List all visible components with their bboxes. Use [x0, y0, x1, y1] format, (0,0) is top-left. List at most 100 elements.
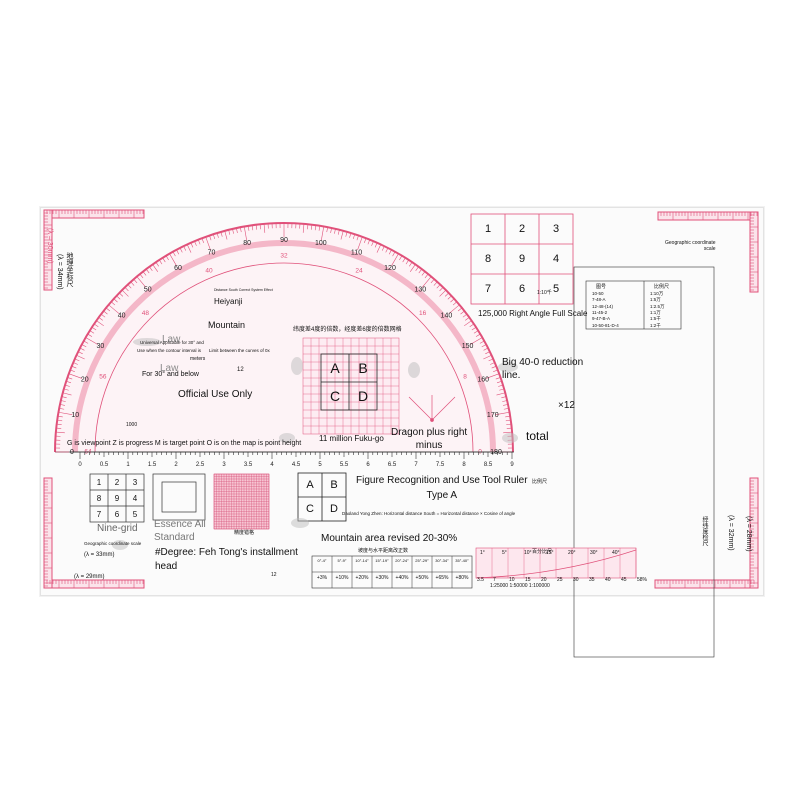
essence-frame [152, 473, 206, 521]
protractor-tick [465, 317, 470, 321]
protractor-tick [464, 320, 472, 327]
protractor-tick [483, 354, 492, 360]
protractor-outer-label: 110 [351, 250, 362, 257]
bottom-scale-label: 5.5 [340, 462, 349, 468]
bottom-scale-label: 1 [126, 462, 130, 468]
protractor-tick [488, 358, 494, 362]
protractor-tick [490, 362, 495, 365]
protractor-tick [68, 373, 83, 379]
nine-grid-digit: 2 [114, 477, 120, 487]
slope-cell: 0°-4° [317, 558, 327, 563]
log-scale-label: 30 [573, 577, 579, 583]
bottom-scale-label: 8.5 [484, 462, 493, 468]
slope-lines [491, 548, 637, 578]
essence-label: Essence All Standard [154, 519, 206, 543]
protractor-outer-label: 90 [280, 237, 288, 244]
nine-grid-digit: 8 [96, 493, 102, 503]
right-angle-label: 125,000 Right Angle Full Scale [478, 309, 588, 318]
protractor-tick [93, 323, 99, 327]
slope-angle-label: 20° [568, 550, 576, 556]
protractor-tick [197, 239, 201, 245]
protractor-tick [247, 225, 250, 231]
protractor-tick [232, 228, 234, 234]
protractor-tick [399, 255, 403, 261]
protractor-tick [89, 330, 95, 334]
protractor-tick [444, 292, 449, 297]
protractor-tick [302, 223, 305, 233]
top-grid-digit: 5 [552, 283, 560, 295]
protractor-tick [439, 287, 444, 292]
protractor-tick [421, 276, 432, 288]
protractor-tick [201, 238, 205, 243]
protractor-tick [314, 225, 317, 231]
top-grid-digit: 1 [484, 223, 492, 235]
x12-label: ×12 [558, 400, 575, 411]
dragon-label: Dragon plus right minus [391, 427, 468, 451]
bottom-scale-label: 0 [78, 462, 82, 468]
protractor-tick [424, 273, 429, 279]
quad-letter-small: A [306, 479, 314, 491]
protractor-tick [186, 244, 192, 253]
corner-ticks [43, 209, 758, 588]
slope-angle-label: 10° [524, 550, 532, 556]
nine-grid-digit: 4 [132, 493, 138, 503]
bottom-scale-label: 6.5 [388, 462, 397, 468]
protractor-tick [62, 392, 72, 396]
bottom-ticks [79, 452, 513, 459]
protractor-tick [216, 232, 219, 238]
nine-grid-digit: 3 [132, 477, 138, 487]
protractor-tick [388, 249, 392, 255]
quad-letter: B [358, 360, 368, 376]
log-scale-label: 25 [557, 577, 563, 583]
protractor-outer-label: 50 [144, 286, 152, 293]
slope-cell: 20°-24° [395, 558, 409, 563]
top-grid-digit: 2 [518, 223, 526, 235]
protractor-tick [501, 396, 507, 399]
law-label-2: Law [160, 363, 179, 374]
protractor-tick [392, 251, 396, 257]
protractor-tick [56, 423, 62, 425]
protractor-tick [505, 419, 511, 422]
degree-note: #Degree: Feh Tong's installment head [155, 547, 298, 572]
protractor-inner-label: 56 [99, 374, 107, 381]
slope-columns [331, 556, 453, 588]
right-table-cell: 9-47-B-A [592, 316, 611, 322]
right-table-cell: 1:2千 [650, 322, 661, 328]
right-table-cell: 1:2.5万 [650, 303, 665, 309]
protractor-outer-label: 150 [462, 343, 474, 350]
right-table-cell: 1:1万 [650, 309, 661, 315]
protractor-tick [60, 400, 66, 402]
protractor-tick [496, 380, 502, 384]
protractor-outer-label: 20 [81, 376, 89, 383]
bottom-scale-label: 4 [270, 462, 274, 468]
protractor-tick [58, 411, 73, 415]
protractor-tick [345, 231, 348, 237]
slope-cell: 30°-34° [435, 558, 449, 563]
slope-cell: +3% [316, 575, 328, 581]
protractor-tick [321, 226, 325, 241]
protractor-tick [391, 253, 399, 266]
log-scale-label: 7 [493, 577, 496, 583]
right-table-cell: 11-45-2 [592, 309, 608, 315]
protractor-tick [240, 227, 242, 233]
protractor-tick [405, 259, 409, 265]
protractor-tick [121, 289, 129, 297]
protractor-outer-label: 120 [384, 265, 396, 272]
protractor-tick [96, 320, 104, 327]
protractor-inner-label: 48 [142, 310, 150, 317]
quad-letter: A [330, 360, 340, 376]
slope-angle-label: 1° [480, 550, 485, 556]
protractor-tick [59, 404, 65, 406]
bottom-scale-label: 7.5 [436, 462, 445, 468]
nine-grid-digit: 9 [114, 493, 120, 503]
universal-note: Universal Applicable for 30° and [140, 340, 204, 345]
limit-note: Limit between the curves of 0x [209, 348, 270, 353]
protractor-tick [496, 392, 506, 396]
twelve-label: 12 [237, 367, 244, 373]
protractor-tick [471, 327, 477, 331]
protractor-tick [491, 365, 497, 369]
protractor-tick [307, 224, 309, 230]
bottom-scale-label: 1.5 [148, 462, 157, 468]
protractor-tick [499, 388, 505, 391]
